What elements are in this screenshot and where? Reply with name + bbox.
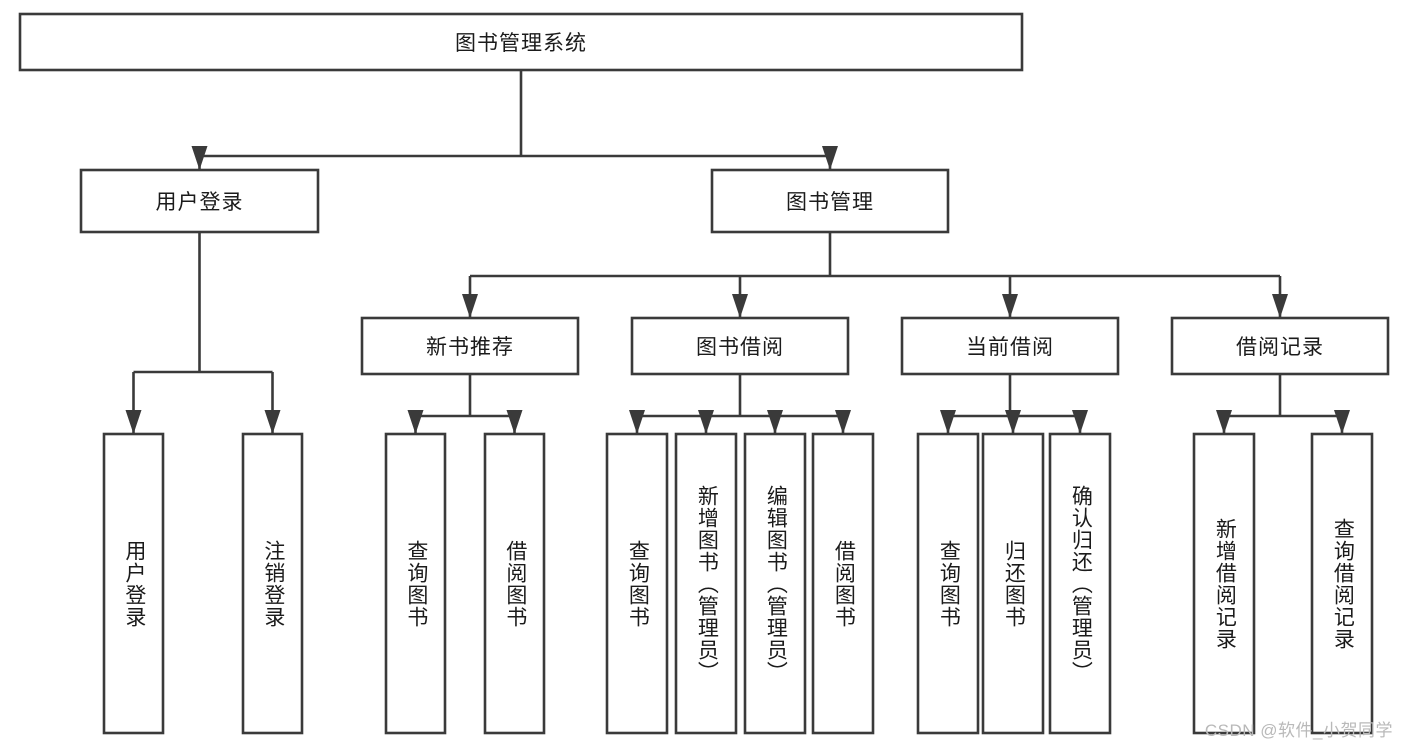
node-leaf-query-record[interactable] <box>1310 432 1374 735</box>
arrow-icon <box>462 294 478 318</box>
node-root[interactable] <box>18 12 1024 72</box>
node-leaf-query-book-3[interactable] <box>916 432 980 735</box>
arrow-icon <box>1002 294 1018 318</box>
node-current-borrow-label: 当前借阅 <box>966 336 1054 359</box>
arrow-icon <box>407 410 424 434</box>
arrow-icon <box>1072 410 1088 434</box>
node-leaf-add-record[interactable] <box>1192 432 1256 735</box>
node-leaf-query-book-2[interactable] <box>605 432 669 735</box>
node-root-label: 图书管理系统 <box>455 32 587 55</box>
node-book-borrow-label: 图书借阅 <box>696 336 784 359</box>
arrow-icon <box>698 410 714 434</box>
arrow-icon <box>1272 294 1288 318</box>
arrow-icon <box>835 410 851 434</box>
edges-layer <box>125 70 1350 434</box>
arrow-icon <box>767 410 783 434</box>
arrow-icon <box>940 410 956 434</box>
node-leaf-user-login[interactable] <box>102 432 165 735</box>
node-current-borrow[interactable] <box>900 316 1120 376</box>
node-book-borrow[interactable] <box>630 316 850 376</box>
nodes-layer <box>18 12 1390 735</box>
arrow-icon <box>191 146 208 170</box>
node-user-login-label: 用户登录 <box>155 191 244 214</box>
node-book-manage[interactable] <box>710 168 950 234</box>
node-borrow-record[interactable] <box>1170 316 1390 376</box>
arrow-icon <box>1216 410 1232 434</box>
node-leaf-edit-book[interactable] <box>743 432 807 735</box>
node-user-login[interactable] <box>79 168 320 234</box>
node-leaf-return-book[interactable] <box>981 432 1045 735</box>
node-borrow-record-label: 借阅记录 <box>1236 336 1324 359</box>
node-leaf-query-book-1[interactable] <box>384 432 447 735</box>
arrow-icon <box>264 410 281 434</box>
node-new-book-rec-label: 新书推荐 <box>426 336 514 359</box>
arrow-icon <box>125 410 142 434</box>
arrow-icon <box>1334 410 1350 434</box>
node-leaf-borrow-book-1[interactable] <box>483 432 546 735</box>
arrow-icon <box>822 146 838 170</box>
node-new-book-rec[interactable] <box>360 316 580 376</box>
node-leaf-logout[interactable] <box>241 432 304 735</box>
node-leaf-confirm-return[interactable] <box>1048 432 1112 735</box>
node-book-manage-label: 图书管理 <box>786 191 874 214</box>
arrow-icon <box>732 294 748 318</box>
node-leaf-borrow-book-2[interactable] <box>811 432 875 735</box>
arrow-icon <box>1005 410 1021 434</box>
arrow-icon <box>506 410 523 434</box>
arrow-icon <box>629 410 645 434</box>
node-leaf-add-book[interactable] <box>674 432 738 735</box>
watermark: CSDN @软件_小贺同学 <box>1204 721 1393 740</box>
